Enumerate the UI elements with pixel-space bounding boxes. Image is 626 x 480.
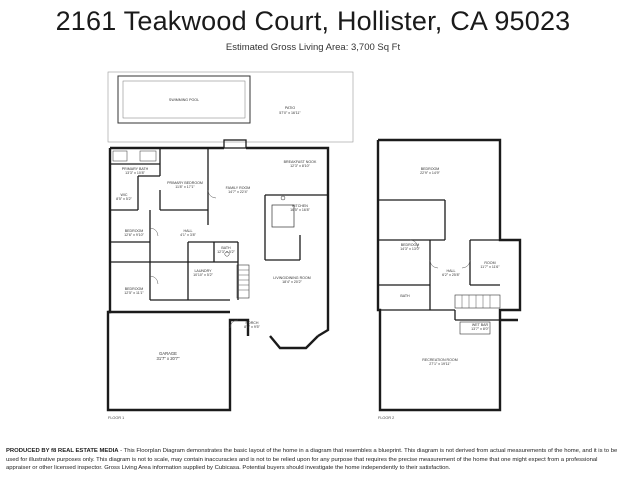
door-arcs-floor-1 bbox=[149, 189, 239, 329]
recreation-room-label: RECREATION ROOM bbox=[422, 358, 457, 362]
disclaimer-body: - This Floorplan Diagram demonstrates th… bbox=[6, 448, 618, 472]
porch-label: PORCH bbox=[246, 321, 259, 325]
floor-2-plan: BEDROOM 22'9" x 14'9" BEDROOM 14'3" x 13… bbox=[376, 138, 522, 420]
f2-room-dimensions: 11'7" x 11'6" bbox=[480, 265, 500, 269]
living-dining-label: LIVING/DINING ROOM bbox=[273, 276, 311, 280]
primary-bath-tub bbox=[112, 150, 128, 162]
floor-1-label: FLOOR 1 bbox=[108, 416, 124, 420]
family-room-dimensions: 14'7" x 22'4" bbox=[228, 190, 248, 194]
living-dining-dimensions: 18'4" x 20'2" bbox=[282, 280, 302, 284]
wic-label: WIC bbox=[121, 193, 128, 197]
bedroom-2-label: BEDROOM bbox=[125, 287, 144, 291]
f2-hall-label: HALL bbox=[447, 269, 456, 273]
breakfast-nook-dimensions: 12'3" x 8'10" bbox=[290, 164, 310, 168]
patio-label: PATIO bbox=[285, 106, 295, 110]
bedroom-1-label: BEDROOM bbox=[125, 229, 144, 233]
wic-dimensions: 8'5" x 5'2" bbox=[116, 197, 132, 201]
wet-bar-label: WET BAR bbox=[472, 323, 489, 327]
door-arcs-floor-2 bbox=[409, 239, 471, 269]
f2-bedroom-top-dimensions: 22'9" x 14'9" bbox=[420, 171, 440, 175]
hall-label: HALL bbox=[184, 229, 193, 233]
f2-room-label: ROOM bbox=[484, 261, 495, 265]
f2-bath-label: BATH bbox=[400, 294, 410, 298]
porch-dimensions: 8'0" x 9'5" bbox=[244, 325, 260, 329]
floor-2-label: FLOOR 2 bbox=[378, 416, 394, 420]
swimming-pool-inner bbox=[122, 80, 246, 119]
kitchen-island bbox=[271, 204, 295, 228]
recreation-room-dimensions: 27'1" x 19'11" bbox=[429, 362, 451, 366]
floor-1-plan: SWIMMING POOL PATIO 57'0" x 16'11" bbox=[106, 71, 354, 420]
swimming-pool-outline bbox=[117, 75, 251, 124]
primary-bath-label: PRIMARY BATH bbox=[122, 167, 149, 171]
stairs-floor-2 bbox=[454, 294, 501, 309]
living-bay-walls bbox=[269, 335, 319, 350]
floor-1-exterior-walls bbox=[106, 146, 330, 412]
wet-bar-dimensions: 13'7" x 8'0" bbox=[471, 327, 489, 331]
toilet-fixture bbox=[224, 251, 230, 257]
bath-dimensions: 12'3" x 5'2" bbox=[217, 250, 235, 254]
kitchen-label: KITCHEN bbox=[292, 204, 308, 208]
f2-hall-dimensions: 6'2" x 25'8" bbox=[442, 273, 460, 277]
hall-dimensions: 4'1" x 3'8" bbox=[180, 233, 196, 237]
page-subtitle: Estimated Gross Living Area: 3,700 Sq Ft bbox=[225, 42, 401, 53]
kitchen-sink bbox=[280, 195, 286, 201]
page-title: 2161 Teakwood Court, Hollister, CA 95023 bbox=[55, 6, 571, 36]
producer-credit: PRODUCED BY f8 REAL ESTATE MEDIA bbox=[6, 448, 119, 454]
floor-1-interior-walls bbox=[110, 148, 328, 301]
laundry-dimensions: 10'10" x 5'2" bbox=[193, 273, 213, 277]
garage-label: GARAGE bbox=[159, 351, 177, 356]
bedroom-1-dimensions: 12'6" x 9'10" bbox=[124, 233, 144, 237]
patio-outline bbox=[107, 71, 354, 143]
f2-bedroom-mid-label: BEDROOM bbox=[401, 243, 420, 247]
primary-bedroom-dimensions: 11'8" x 17'1" bbox=[175, 185, 195, 189]
fireplace bbox=[223, 139, 247, 149]
disclaimer-text: PRODUCED BY f8 REAL ESTATE MEDIA - This … bbox=[6, 447, 620, 473]
patio-dimensions: 57'0" x 16'11" bbox=[279, 111, 301, 115]
garage-dimensions: 31'7" x 20'7" bbox=[157, 356, 180, 361]
breakfast-nook-label: BREAKFAST NOOK bbox=[284, 160, 317, 164]
bedroom-2-dimensions: 12'5" x 11'1" bbox=[124, 291, 144, 295]
wet-bar-counter bbox=[459, 321, 491, 335]
f2-bedroom-mid-dimensions: 14'3" x 13'0" bbox=[400, 247, 420, 251]
f2-bedroom-top-label: BEDROOM bbox=[421, 167, 440, 171]
bath-label: BATH bbox=[221, 246, 231, 250]
floor-plan-diagram: SWIMMING POOL PATIO 57'0" x 16'11" bbox=[106, 71, 522, 420]
stairs-floor-1 bbox=[236, 264, 250, 299]
primary-bedroom-label: PRIMARY BEDROOM bbox=[167, 181, 203, 185]
floor-2-interior-walls bbox=[378, 199, 500, 321]
primary-bath-dimensions: 13'3" x 10'8" bbox=[125, 171, 145, 175]
primary-shower bbox=[139, 150, 157, 162]
family-room-label: FAMILY ROOM bbox=[226, 186, 251, 190]
laundry-label: LAUNDRY bbox=[194, 269, 212, 273]
pool-label: SWIMMING POOL bbox=[169, 98, 199, 102]
kitchen-dimensions: 16'5" x 16'8" bbox=[290, 208, 310, 212]
